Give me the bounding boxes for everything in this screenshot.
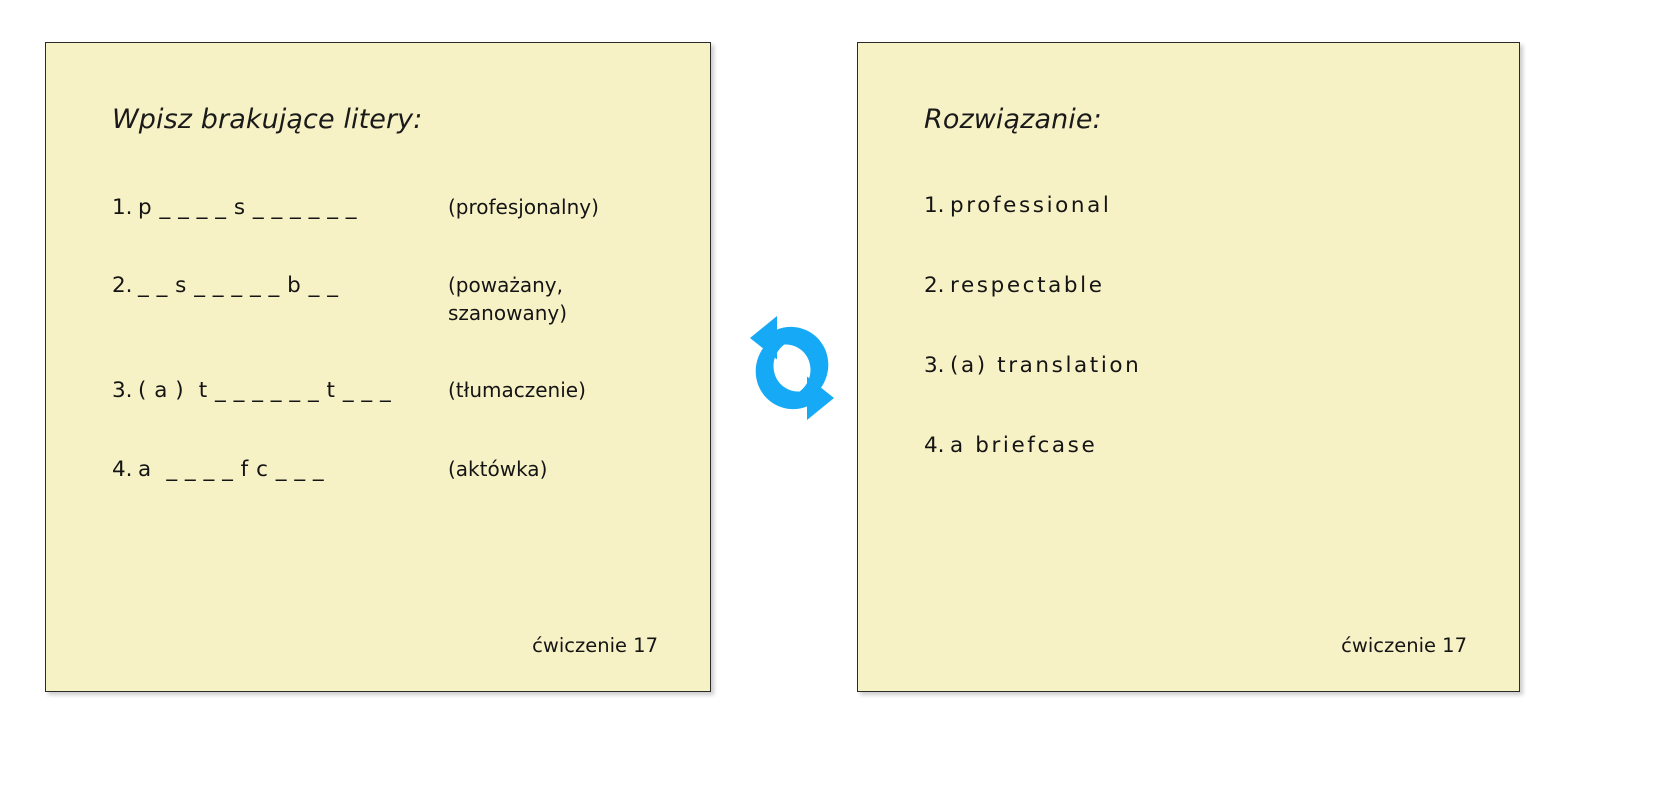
exercise-item-number: 2. xyxy=(112,272,133,298)
exercise-item: 2. _ _ s _ _ _ _ _ b _ _ (poważany, szan… xyxy=(112,271,664,328)
exercise-item-translation: (tłumaczenie) xyxy=(448,378,586,403)
exercise-item-blank-pattern: a _ _ _ _ f c _ _ _ xyxy=(138,456,325,482)
exercise-item: 4. a _ _ _ _ f c _ _ _ (aktówka) xyxy=(112,455,664,484)
solution-card: Rozwiązanie: 1. professional 2. respecta… xyxy=(857,42,1520,692)
exercise-item-translation: (aktówka) xyxy=(448,456,548,481)
solution-item-number: 2. xyxy=(924,272,945,298)
exercise-item: 1. p _ _ _ _ s _ _ _ _ _ _ (profesjonaln… xyxy=(112,193,664,222)
solution-item-list: 1. professional 2. respectable 3. (a) tr… xyxy=(924,193,1473,458)
solution-item: 1. professional xyxy=(924,193,1473,218)
solution-item: 2. respectable xyxy=(924,273,1473,298)
solution-footer-label: ćwiczenie 17 xyxy=(1341,634,1467,657)
solution-item-answer: a briefcase xyxy=(950,432,1098,458)
exercise-item-blank-pattern: p _ _ _ _ s _ _ _ _ _ _ xyxy=(138,194,358,220)
solution-card-content: Rozwiązanie: 1. professional 2. respecta… xyxy=(858,43,1519,691)
solution-item-answer: (a) translation xyxy=(950,352,1142,378)
solution-item-number: 4. xyxy=(924,432,945,458)
exercise-item-blank-pattern: ( a ) t _ _ _ _ _ _ t _ _ _ xyxy=(138,378,392,404)
solution-item-number: 1. xyxy=(924,192,945,218)
exercise-item-list: 1. p _ _ _ _ s _ _ _ _ _ _ (profesjonaln… xyxy=(112,193,664,484)
exercise-footer-label: ćwiczenie 17 xyxy=(532,634,658,657)
sync-refresh-icon xyxy=(748,312,836,424)
exercise-item: 3. ( a ) t _ _ _ _ _ _ t _ _ _ (tłumacze… xyxy=(112,376,664,405)
exercise-card-content: Wpisz brakujące litery: 1. p _ _ _ _ s _… xyxy=(46,43,710,691)
solution-item-answer: professional xyxy=(950,192,1112,218)
exercise-card: Wpisz brakujące litery: 1. p _ _ _ _ s _… xyxy=(45,42,711,692)
solution-title: Rozwiązanie: xyxy=(924,104,1102,135)
exercise-item-blank-pattern: _ _ s _ _ _ _ _ b _ _ xyxy=(138,272,339,298)
solution-item: 4. a briefcase xyxy=(924,433,1473,458)
solution-item: 3. (a) translation xyxy=(924,353,1473,378)
exercise-item-translation: (poważany, szanowany) xyxy=(448,272,568,326)
exercise-title: Wpisz brakujące litery: xyxy=(112,104,423,135)
solution-item-answer: respectable xyxy=(950,272,1105,298)
exercise-item-number: 4. xyxy=(112,456,133,482)
solution-item-number: 3. xyxy=(924,352,945,378)
exercise-item-number: 3. xyxy=(112,378,133,404)
exercise-item-number: 1. xyxy=(112,194,133,220)
exercise-item-translation: (profesjonalny) xyxy=(448,194,599,219)
